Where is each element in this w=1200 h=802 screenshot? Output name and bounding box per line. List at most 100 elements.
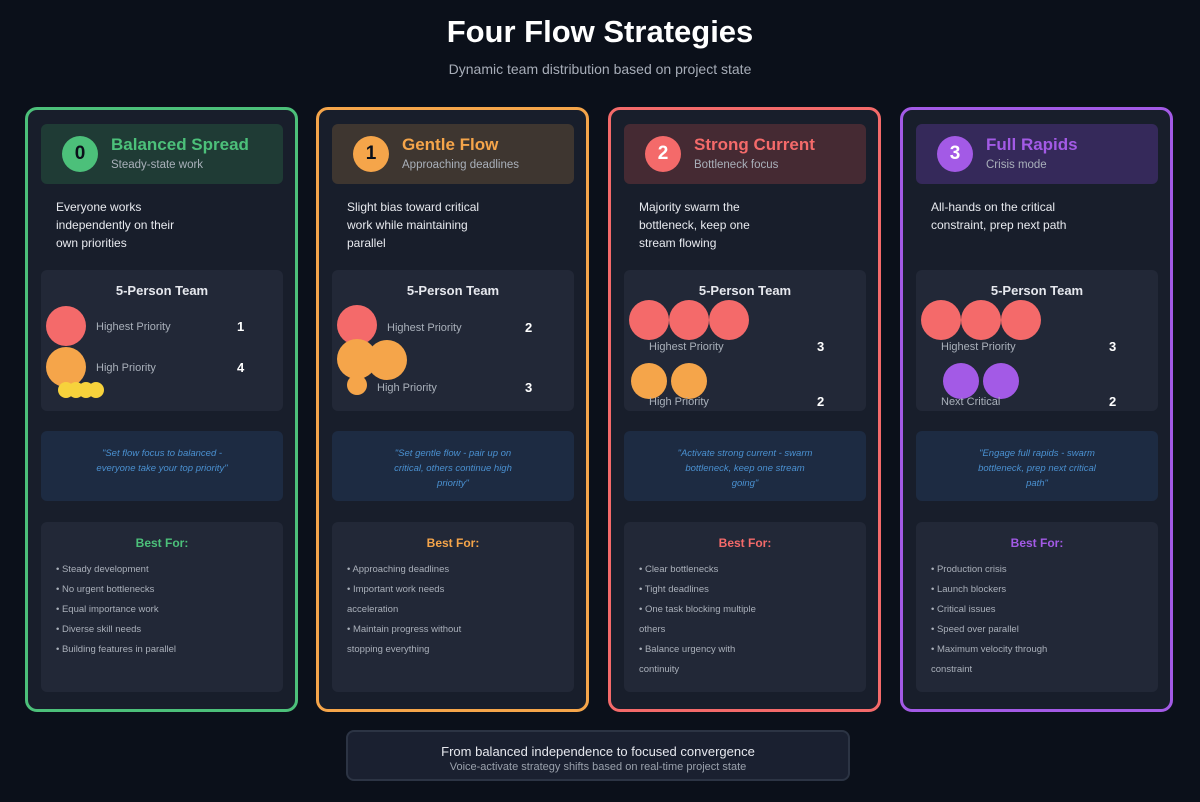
priority-label: Highest Priority xyxy=(941,341,1016,353)
best-for-item: • Tight deadlines xyxy=(639,584,709,595)
team-member-icon xyxy=(88,382,104,398)
best-for-item: • Diverse skill needs xyxy=(56,624,142,635)
team-member-icon xyxy=(347,375,367,395)
best-for-list: • Steady development• No urgent bottlene… xyxy=(56,560,186,660)
priority-label: Highest Priority xyxy=(96,321,171,333)
team-member-icon xyxy=(961,300,1001,340)
best-for-item: • Approaching deadlines xyxy=(347,564,450,575)
team-member-icon xyxy=(943,363,979,399)
team-member-icon xyxy=(983,363,1019,399)
best-for-list: • Production crisis• Launch blockers• Cr… xyxy=(931,560,1061,680)
team-member-icon xyxy=(631,363,667,399)
priority-label: Highest Priority xyxy=(649,341,724,353)
best-for-item: • Clear bottlenecks xyxy=(639,564,719,575)
priority-count: 3 xyxy=(525,380,533,395)
best-for-title: Best For: xyxy=(1010,536,1064,550)
strategy-card: 2 Strong Current Bottleneck focus Majori… xyxy=(608,107,881,712)
strategy-card: 1 Gentle Flow Approaching deadlines Slig… xyxy=(316,107,589,712)
strategy-tagline: Steady-state work xyxy=(111,159,204,171)
priority-label: High Priority xyxy=(649,396,709,408)
best-for-item: • Balance urgency with continuity xyxy=(639,644,736,675)
team-title: 5-Person Team xyxy=(115,283,209,298)
best-for-item: • Maximum velocity through constraint xyxy=(931,644,1048,675)
strategy-description: Slight bias toward critical work while m… xyxy=(347,200,480,250)
card-header: 1 Gentle Flow Approaching deadlines xyxy=(332,124,574,184)
team-member-icon xyxy=(629,300,669,340)
best-for-item: • Speed over parallel xyxy=(931,624,1019,635)
card-header: 2 Strong Current Bottleneck focus xyxy=(624,124,866,184)
team-member-icon xyxy=(671,363,707,399)
best-for-item: • No urgent bottlenecks xyxy=(56,584,155,595)
priority-count: 2 xyxy=(1109,394,1117,409)
strategy-name: Gentle Flow xyxy=(402,135,499,154)
best-for-item: • One task blocking multiple others xyxy=(639,604,756,635)
strategy-card: 0 Balanced Spread Steady-state work Ever… xyxy=(25,107,298,712)
best-for-panel: Best For: • Steady development• No urgen… xyxy=(41,522,283,692)
team-member-icon xyxy=(921,300,961,340)
strategy-name: Balanced Spread xyxy=(111,135,249,154)
strategy-description: Everyone works independently on their ow… xyxy=(56,200,175,250)
team-member-icon xyxy=(709,300,749,340)
card-header: 3 Full Rapids Crisis mode xyxy=(916,124,1158,184)
page-title: Four Flow Strategies xyxy=(446,14,754,49)
priority-label: Next Critical xyxy=(941,396,1001,408)
team-title: 5-Person Team xyxy=(406,283,500,298)
card-header: 0 Balanced Spread Steady-state work xyxy=(41,124,283,184)
strategy-description: All-hands on the critical constraint, pr… xyxy=(931,200,1067,232)
priority-count: 3 xyxy=(1109,339,1117,354)
footer-main: From balanced independence to focused co… xyxy=(441,744,755,759)
strategy-tagline: Approaching deadlines xyxy=(402,159,520,171)
footer-sub: Voice-activate strategy shifts based on … xyxy=(449,761,747,773)
best-for-title: Best For: xyxy=(426,536,480,550)
strategy-tagline: Crisis mode xyxy=(986,159,1047,171)
priority-label: High Priority xyxy=(96,362,156,374)
quote-text: "Engage full rapids - swarm bottleneck, … xyxy=(978,448,1096,489)
priority-count: 2 xyxy=(525,320,533,335)
voice-command-quote: "Set flow focus to balanced - everyone t… xyxy=(41,431,283,501)
best-for-item: • Important work needs acceleration xyxy=(347,584,445,615)
strategy-name: Full Rapids xyxy=(986,135,1078,154)
best-for-panel: Best For: • Clear bottlenecks • Tight dea… xyxy=(624,522,866,692)
priority-count: 4 xyxy=(237,360,245,375)
best-for-item: • Production crisis xyxy=(931,564,1007,575)
team-member-icon xyxy=(337,305,377,345)
team-title: 5-Person Team xyxy=(990,283,1084,298)
strategy-number-badge: 1 xyxy=(353,136,389,172)
strategy-number-badge: 2 xyxy=(645,136,681,172)
priority-count: 2 xyxy=(817,394,825,409)
footer-banner: From balanced independence to focused co… xyxy=(346,730,850,781)
team-member-icon xyxy=(46,306,86,346)
quote-text: "Set gentle flow - pair up on critical, … xyxy=(394,448,512,489)
best-for-item: • Critical issues xyxy=(931,604,996,615)
strategy-number-badge: 0 xyxy=(62,136,98,172)
page-subtitle: Dynamic team distribution based on proje… xyxy=(448,61,752,77)
voice-command-quote: "Activate strong current - swarm bottlen… xyxy=(624,431,866,501)
best-for-item: • Building features in parallel xyxy=(56,644,177,655)
priority-label: High Priority xyxy=(377,382,437,394)
quote-text: "Activate strong current - swarm bottlen… xyxy=(677,448,813,489)
best-for-title: Best For: xyxy=(135,536,189,550)
priority-count: 1 xyxy=(237,319,245,334)
quote-text: "Set flow focus to balanced - everyone t… xyxy=(96,448,228,474)
best-for-panel: Best For: • Production crisis• Launch bl… xyxy=(916,522,1158,692)
team-member-icon xyxy=(1001,300,1041,340)
best-for-panel: Best For: • Approaching deadlines • Impor… xyxy=(332,522,574,692)
voice-command-quote: "Set gentle flow - pair up on critical, … xyxy=(332,431,574,501)
strategy-description: Majority swarm the bottleneck, keep one … xyxy=(639,200,750,250)
strategy-card: 3 Full Rapids Crisis mode All-hands on t… xyxy=(900,107,1173,712)
voice-command-quote: "Engage full rapids - swarm bottleneck, … xyxy=(916,431,1158,501)
strategy-tagline: Bottleneck focus xyxy=(694,159,779,171)
team-title: 5-Person Team xyxy=(698,283,792,298)
best-for-list: • Approaching deadlines • Important work … xyxy=(347,560,477,660)
team-member-icon xyxy=(46,347,86,387)
best-for-list: • Clear bottlenecks • Tight deadlines • On… xyxy=(639,560,769,680)
best-for-item: • Equal importance work xyxy=(56,604,159,615)
team-member-icon xyxy=(367,340,407,380)
strategy-name: Strong Current xyxy=(694,135,815,154)
team-member-icon xyxy=(669,300,709,340)
best-for-item: • Maintain progress without stopping eve… xyxy=(347,624,462,655)
best-for-title: Best For: xyxy=(718,536,772,550)
